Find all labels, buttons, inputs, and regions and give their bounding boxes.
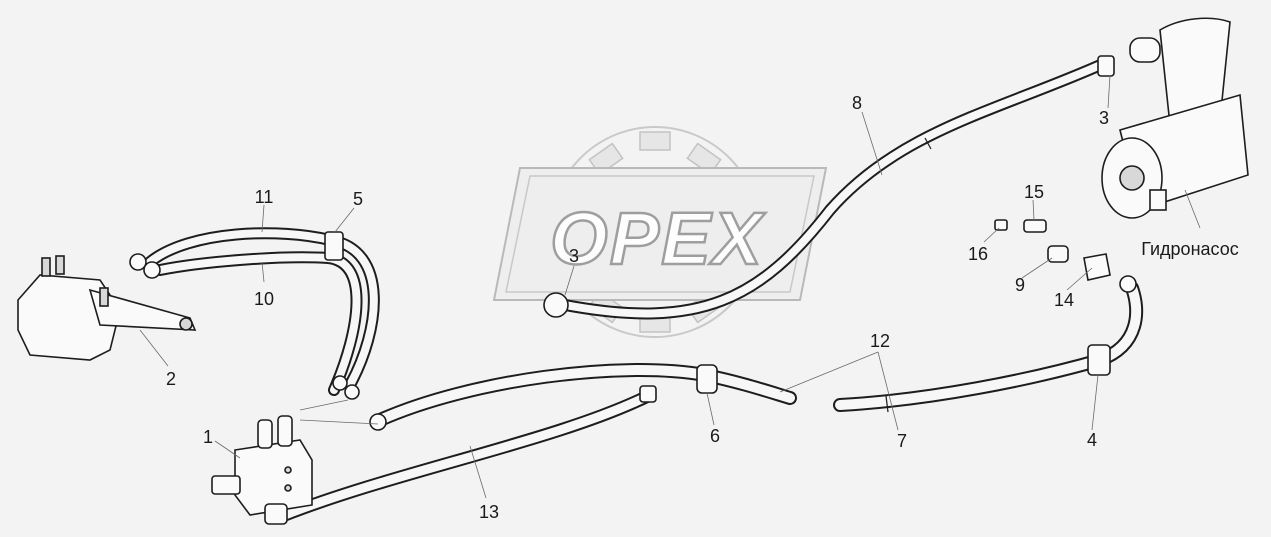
hose-12 bbox=[373, 363, 797, 427]
callout-9: 9 bbox=[1015, 275, 1025, 295]
callout-11: 11 bbox=[255, 187, 274, 207]
logo-plate bbox=[492, 167, 828, 301]
fitting-16 bbox=[994, 219, 1008, 231]
fitting-9 bbox=[1047, 245, 1069, 263]
callout-4: 4 bbox=[1087, 430, 1097, 450]
fitting-15 bbox=[1023, 219, 1047, 233]
watermark-text: OPEX bbox=[550, 197, 766, 280]
part-1-valve bbox=[211, 415, 313, 525]
callout-2: 2 bbox=[166, 369, 176, 389]
hose-7 bbox=[833, 281, 1144, 413]
callout-5: 5 bbox=[353, 189, 363, 209]
callout-1: 1 bbox=[203, 427, 213, 447]
watermark-logo: OPEX bbox=[492, 126, 828, 338]
callout-15: 15 bbox=[1024, 182, 1044, 202]
fittings-hose-ends bbox=[332, 55, 1137, 431]
part-2-unit bbox=[17, 253, 197, 361]
callout-3-right: 3 bbox=[1099, 108, 1109, 128]
callout-7: 7 bbox=[897, 431, 907, 451]
callouts: 1 2 3 3 4 5 6 7 8 9 10 11 12 13 14 15 16… bbox=[166, 93, 1239, 522]
callout-10: 10 bbox=[254, 289, 274, 309]
clamp-5 bbox=[324, 231, 344, 261]
small-fittings bbox=[994, 219, 1111, 281]
callout-3-left: 3 bbox=[569, 246, 579, 266]
callout-6: 6 bbox=[710, 426, 720, 446]
clamp-4 bbox=[1087, 344, 1111, 376]
pump-label: Гидронасос bbox=[1141, 239, 1238, 259]
tee-14 bbox=[1083, 253, 1111, 281]
callout-16: 16 bbox=[968, 244, 988, 264]
hydraulic-pump bbox=[1101, 17, 1249, 219]
callout-14: 14 bbox=[1054, 290, 1074, 310]
callout-13: 13 bbox=[479, 502, 499, 522]
callout-8: 8 bbox=[852, 93, 862, 113]
hose-8 bbox=[559, 57, 1111, 320]
leader-lines bbox=[139, 74, 1201, 499]
callout-12: 12 bbox=[870, 331, 890, 351]
clamp-6 bbox=[696, 364, 718, 394]
hose-13 bbox=[278, 388, 657, 522]
